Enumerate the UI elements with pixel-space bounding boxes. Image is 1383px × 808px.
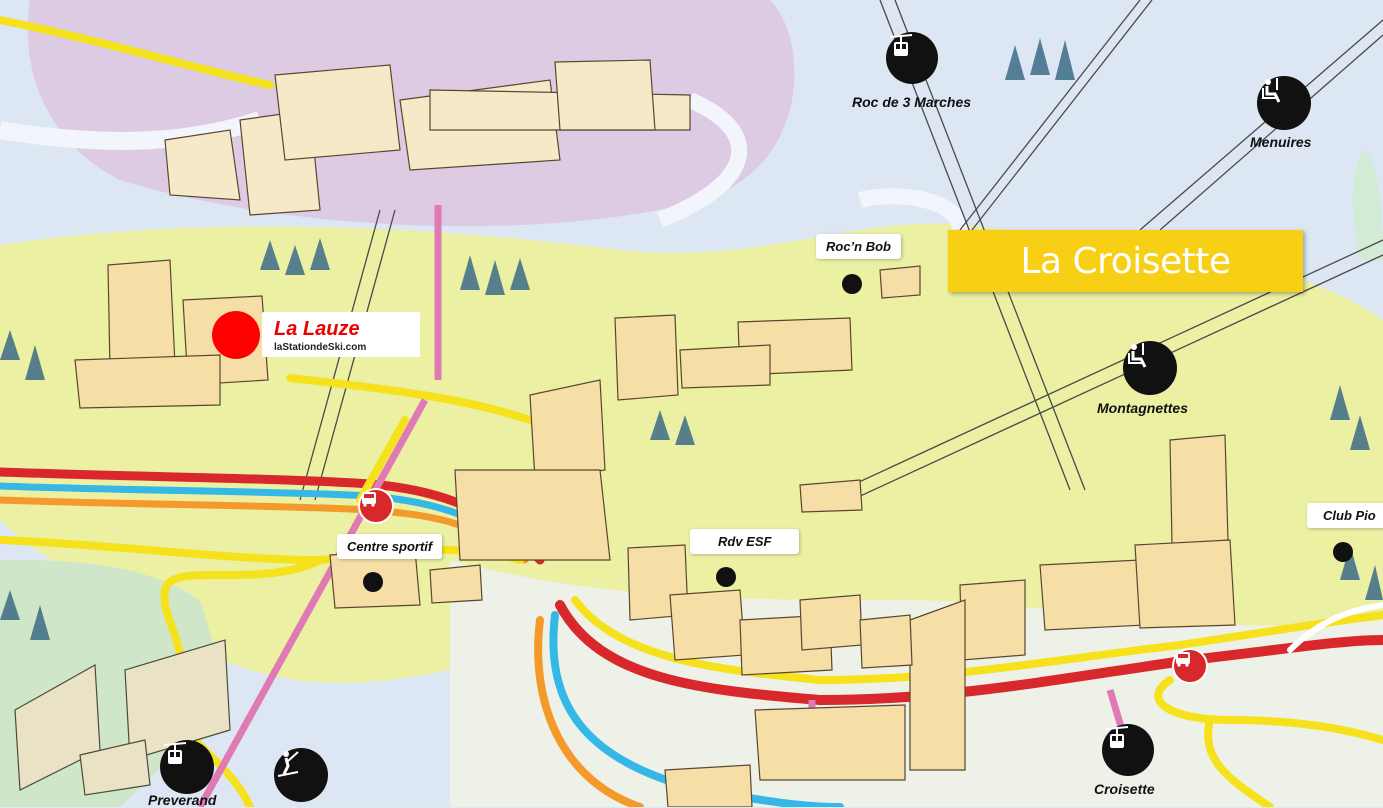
poi-pin-rocnbob[interactable] bbox=[842, 274, 862, 294]
lift-name-preverand: Preverand bbox=[148, 792, 217, 808]
green-zone-right bbox=[1353, 150, 1383, 260]
poi-label-rocnbob[interactable]: Roc’n Bob bbox=[816, 234, 901, 259]
resort-website[interactable]: laStationdeSki.com bbox=[274, 342, 367, 353]
gondola-icon[interactable] bbox=[886, 32, 938, 84]
resort-label-box bbox=[262, 312, 420, 357]
poi-label-club[interactable]: Club Pio bbox=[1307, 503, 1383, 528]
gondola-icon[interactable] bbox=[160, 740, 214, 794]
bus-stop-left[interactable] bbox=[358, 488, 394, 524]
chairlift-icon[interactable] bbox=[1123, 341, 1177, 395]
building-cluster-top bbox=[164, 59, 691, 216]
resort-name: La Lauze bbox=[274, 318, 360, 340]
lift-name-croisette: Croisette bbox=[1094, 781, 1155, 797]
bus-icon bbox=[362, 492, 376, 507]
lift-name-menuires: Menuires bbox=[1250, 134, 1312, 150]
bus-icon bbox=[1176, 652, 1190, 667]
poi-pin-club[interactable] bbox=[1333, 542, 1353, 562]
poi-label-centre[interactable]: Centre sportif bbox=[337, 534, 443, 559]
poi-pin-esf[interactable] bbox=[716, 567, 736, 587]
gondola-icon[interactable] bbox=[1102, 724, 1154, 776]
poi-label-esf[interactable]: Rdv ESF bbox=[690, 529, 800, 554]
chairlift-icon[interactable] bbox=[1257, 76, 1311, 130]
ski-lift-icon[interactable] bbox=[274, 748, 328, 802]
resort-marker[interactable] bbox=[212, 311, 260, 359]
lift-name-montagnettes: Montagnettes bbox=[1097, 400, 1188, 416]
bus-stop-right[interactable] bbox=[1172, 648, 1208, 684]
area-title-banner: La Croisette bbox=[948, 230, 1303, 292]
lift-name-roc3: Roc de 3 Marches bbox=[852, 94, 972, 110]
poi-pin-centre[interactable] bbox=[363, 572, 383, 592]
